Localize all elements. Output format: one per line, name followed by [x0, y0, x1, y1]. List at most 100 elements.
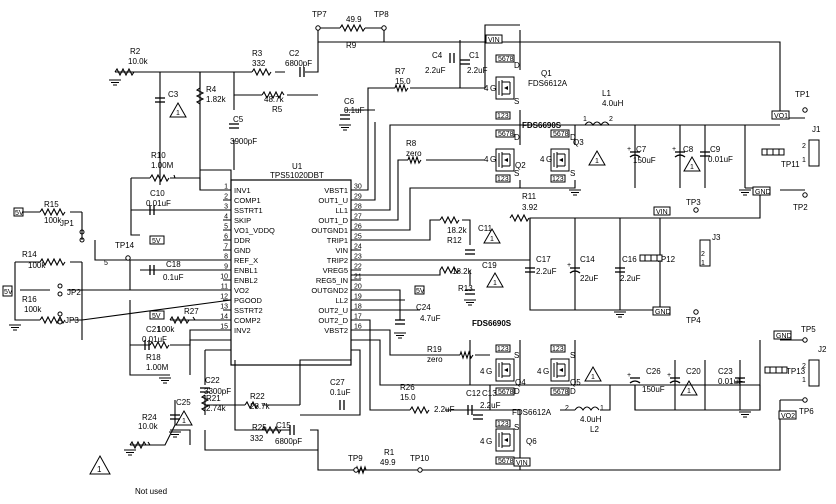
u1-pin-num: 1 [224, 184, 228, 191]
svg-text:1: 1 [583, 116, 587, 123]
tp2: TP2 [793, 203, 808, 212]
svg-text:22uF: 22uF [580, 274, 598, 283]
capacitor-c13 [472, 414, 484, 420]
resistor-r7 [394, 83, 409, 93]
capacitor-c26 [626, 371, 641, 384]
resistor-r22 [244, 400, 259, 410]
u1-pin-name: DDR [234, 236, 251, 245]
resistor-r1 [355, 465, 367, 475]
svg-text:5V: 5V [416, 288, 425, 295]
resistor-r11 [509, 213, 530, 223]
svg-text:C1: C1 [469, 51, 480, 60]
jumpers: JP1 JP2 JP3 [57, 219, 85, 325]
svg-text:VO2: VO2 [781, 413, 795, 420]
svg-text:VIN: VIN [516, 460, 528, 467]
svg-text:0.1uF: 0.1uF [163, 273, 184, 282]
u1-pin-num: 28 [354, 204, 362, 211]
svg-text:GND: GND [776, 333, 792, 340]
svg-text:Q6: Q6 [526, 437, 537, 446]
tp5: TP5 [801, 325, 816, 334]
svg-text:100k: 100k [44, 216, 62, 225]
not-used-c3 [169, 102, 187, 118]
legend: 1 Not used [89, 454, 167, 496]
tp11: TP11 [781, 160, 800, 169]
resistor-r10 [149, 173, 176, 183]
u1-pin-name: OUT1_D [318, 216, 348, 225]
u1-pin-num: 29 [354, 194, 362, 201]
jumper-jp1: JP1 [60, 219, 74, 228]
inductor-l1 [584, 121, 610, 126]
net-gnd-1 [752, 186, 771, 196]
svg-text:3.92: 3.92 [522, 203, 538, 212]
u1-pin-num: 5 [224, 224, 228, 231]
resistor-r13 [439, 265, 460, 275]
svg-text:C6: C6 [344, 97, 355, 106]
svg-text:Q3: Q3 [573, 138, 584, 147]
svg-text:2.2uF: 2.2uF [434, 405, 455, 414]
grounds [8, 79, 752, 456]
not-used-q5 [584, 366, 602, 382]
tp14: TP14 [115, 241, 135, 250]
svg-text:R24: R24 [142, 413, 157, 422]
u1-pin-name: REG5_IN [316, 276, 348, 285]
u1-pin-num: 19 [354, 294, 362, 301]
svg-text:10.0k: 10.0k [138, 422, 159, 431]
svg-text:5678: 5678 [498, 56, 514, 63]
u1-pin-name: ENBL2 [234, 276, 258, 285]
svg-text:R21: R21 [206, 394, 221, 403]
svg-text:R9: R9 [346, 41, 357, 50]
not-used-q3 [588, 150, 606, 166]
tp9: TP9 [348, 454, 363, 463]
resistor-r18 [149, 340, 170, 350]
u1-pin-name: VIN [335, 246, 348, 255]
resistor-r12 [439, 215, 460, 225]
svg-text:5V: 5V [4, 289, 13, 296]
svg-text:S: S [514, 351, 519, 360]
svg-text:123: 123 [497, 113, 509, 120]
svg-text:332: 332 [252, 59, 266, 68]
svg-text:zero: zero [406, 149, 422, 158]
svg-text:0.01uF: 0.01uF [708, 155, 733, 164]
svg-text:4.0uH: 4.0uH [580, 415, 602, 424]
svg-text:5V: 5V [152, 238, 161, 245]
svg-text:C5: C5 [233, 115, 244, 124]
svg-text:R15: R15 [44, 200, 59, 209]
svg-text:5V: 5V [15, 210, 24, 217]
svg-text:VIN: VIN [488, 37, 500, 44]
capacitor-c6 [339, 114, 351, 120]
net-5v-2 [149, 310, 165, 320]
mosfet-q3: 5678 123 4 G D S Q3 [540, 129, 606, 183]
svg-text:2.2uF: 2.2uF [467, 66, 488, 75]
svg-text:R14: R14 [22, 250, 37, 259]
svg-text:R26: R26 [400, 383, 415, 392]
net-5v-1 [149, 235, 165, 245]
svg-text:VO1: VO1 [774, 113, 788, 120]
svg-text:3900pF: 3900pF [230, 137, 257, 146]
svg-text:C27: C27 [330, 378, 345, 387]
svg-text:5678: 5678 [498, 131, 514, 138]
svg-text:1: 1 [701, 260, 705, 267]
svg-text:R3: R3 [252, 49, 263, 58]
svg-text:1: 1 [802, 377, 806, 384]
svg-text:2.2uF: 2.2uF [425, 66, 446, 75]
svg-text:S: S [514, 423, 519, 432]
u1-pin-num: 4 [224, 214, 228, 221]
svg-text:Q4: Q4 [515, 378, 526, 387]
resistor-r5 [261, 90, 285, 100]
svg-text:G: G [546, 155, 552, 164]
svg-text:S: S [570, 351, 575, 360]
svg-text:100k: 100k [24, 305, 42, 314]
svg-text:5V: 5V [152, 313, 161, 320]
tp12: TP12 [656, 255, 676, 264]
svg-text:S: S [514, 97, 519, 106]
svg-text:2.2uF: 2.2uF [480, 401, 501, 410]
svg-text:C7: C7 [636, 145, 647, 154]
mosfet-q4: 123 5678 4 G S D Q4 [480, 344, 526, 396]
svg-text:C2: C2 [289, 49, 300, 58]
svg-text:R7: R7 [395, 67, 406, 76]
connector-j1 [808, 139, 820, 167]
svg-text:15.0: 15.0 [400, 393, 416, 402]
svg-text:1: 1 [97, 465, 102, 474]
svg-text:18.2k: 18.2k [452, 267, 473, 276]
